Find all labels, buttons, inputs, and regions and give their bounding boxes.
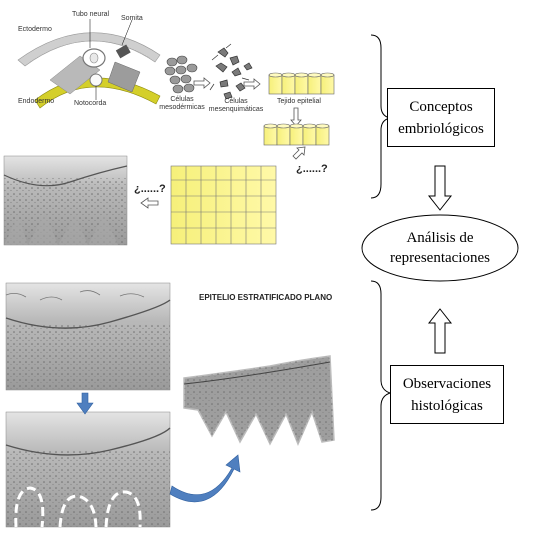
label-endodermo: Endodermo (18, 98, 55, 105)
question-mark-right: ¿......? (296, 163, 328, 175)
label-tejido-epitelial: Tejido epitelial (277, 98, 321, 105)
photo-title: EPITELIO ESTRATIFICADO PLANO (199, 293, 333, 302)
embryo-illustration (17, 19, 161, 109)
mesenchymal-cells (209, 43, 253, 100)
epithelial-row-bottom (263, 123, 330, 146)
label-celulas-mesodermicas: Células mesodérmicas (159, 96, 205, 111)
label-somita: Somita (121, 15, 143, 22)
histology-photo-bottom (5, 411, 171, 528)
label-notocorda: Notocorda (74, 100, 107, 107)
box-conceptos-embriologicos: Conceptos embriológicos (387, 88, 495, 147)
histology-photo-middle (5, 282, 171, 391)
box-observaciones-text: Observaciones histológicas (402, 375, 492, 414)
histology-photo-top (3, 155, 128, 246)
blue-arrows (76, 392, 241, 503)
stage-arrows (140, 77, 306, 209)
analisis-ellipse (361, 214, 519, 282)
mesodermal-cells (164, 55, 198, 94)
analisis-text-wrap: Análisis de representaciones (362, 216, 518, 280)
histology-isolated-epithelium (183, 355, 335, 446)
box-observaciones-histologicas: Observaciones histológicas (390, 365, 504, 424)
label-ectodermo: Ectodermo (18, 26, 52, 33)
analisis-text: Análisis de representaciones (390, 230, 490, 266)
label-celulas-mesenquimaticas: Células mesenquimáticas (208, 98, 264, 113)
flow-arrows (427, 165, 453, 354)
box-conceptos-text: Conceptos embriológicos (398, 98, 484, 137)
epithelial-row-top (268, 72, 335, 95)
label-tubo-neural: Tubo neural (72, 11, 110, 18)
question-mark-left: ¿......? (134, 183, 166, 195)
stratified-block (170, 165, 277, 245)
